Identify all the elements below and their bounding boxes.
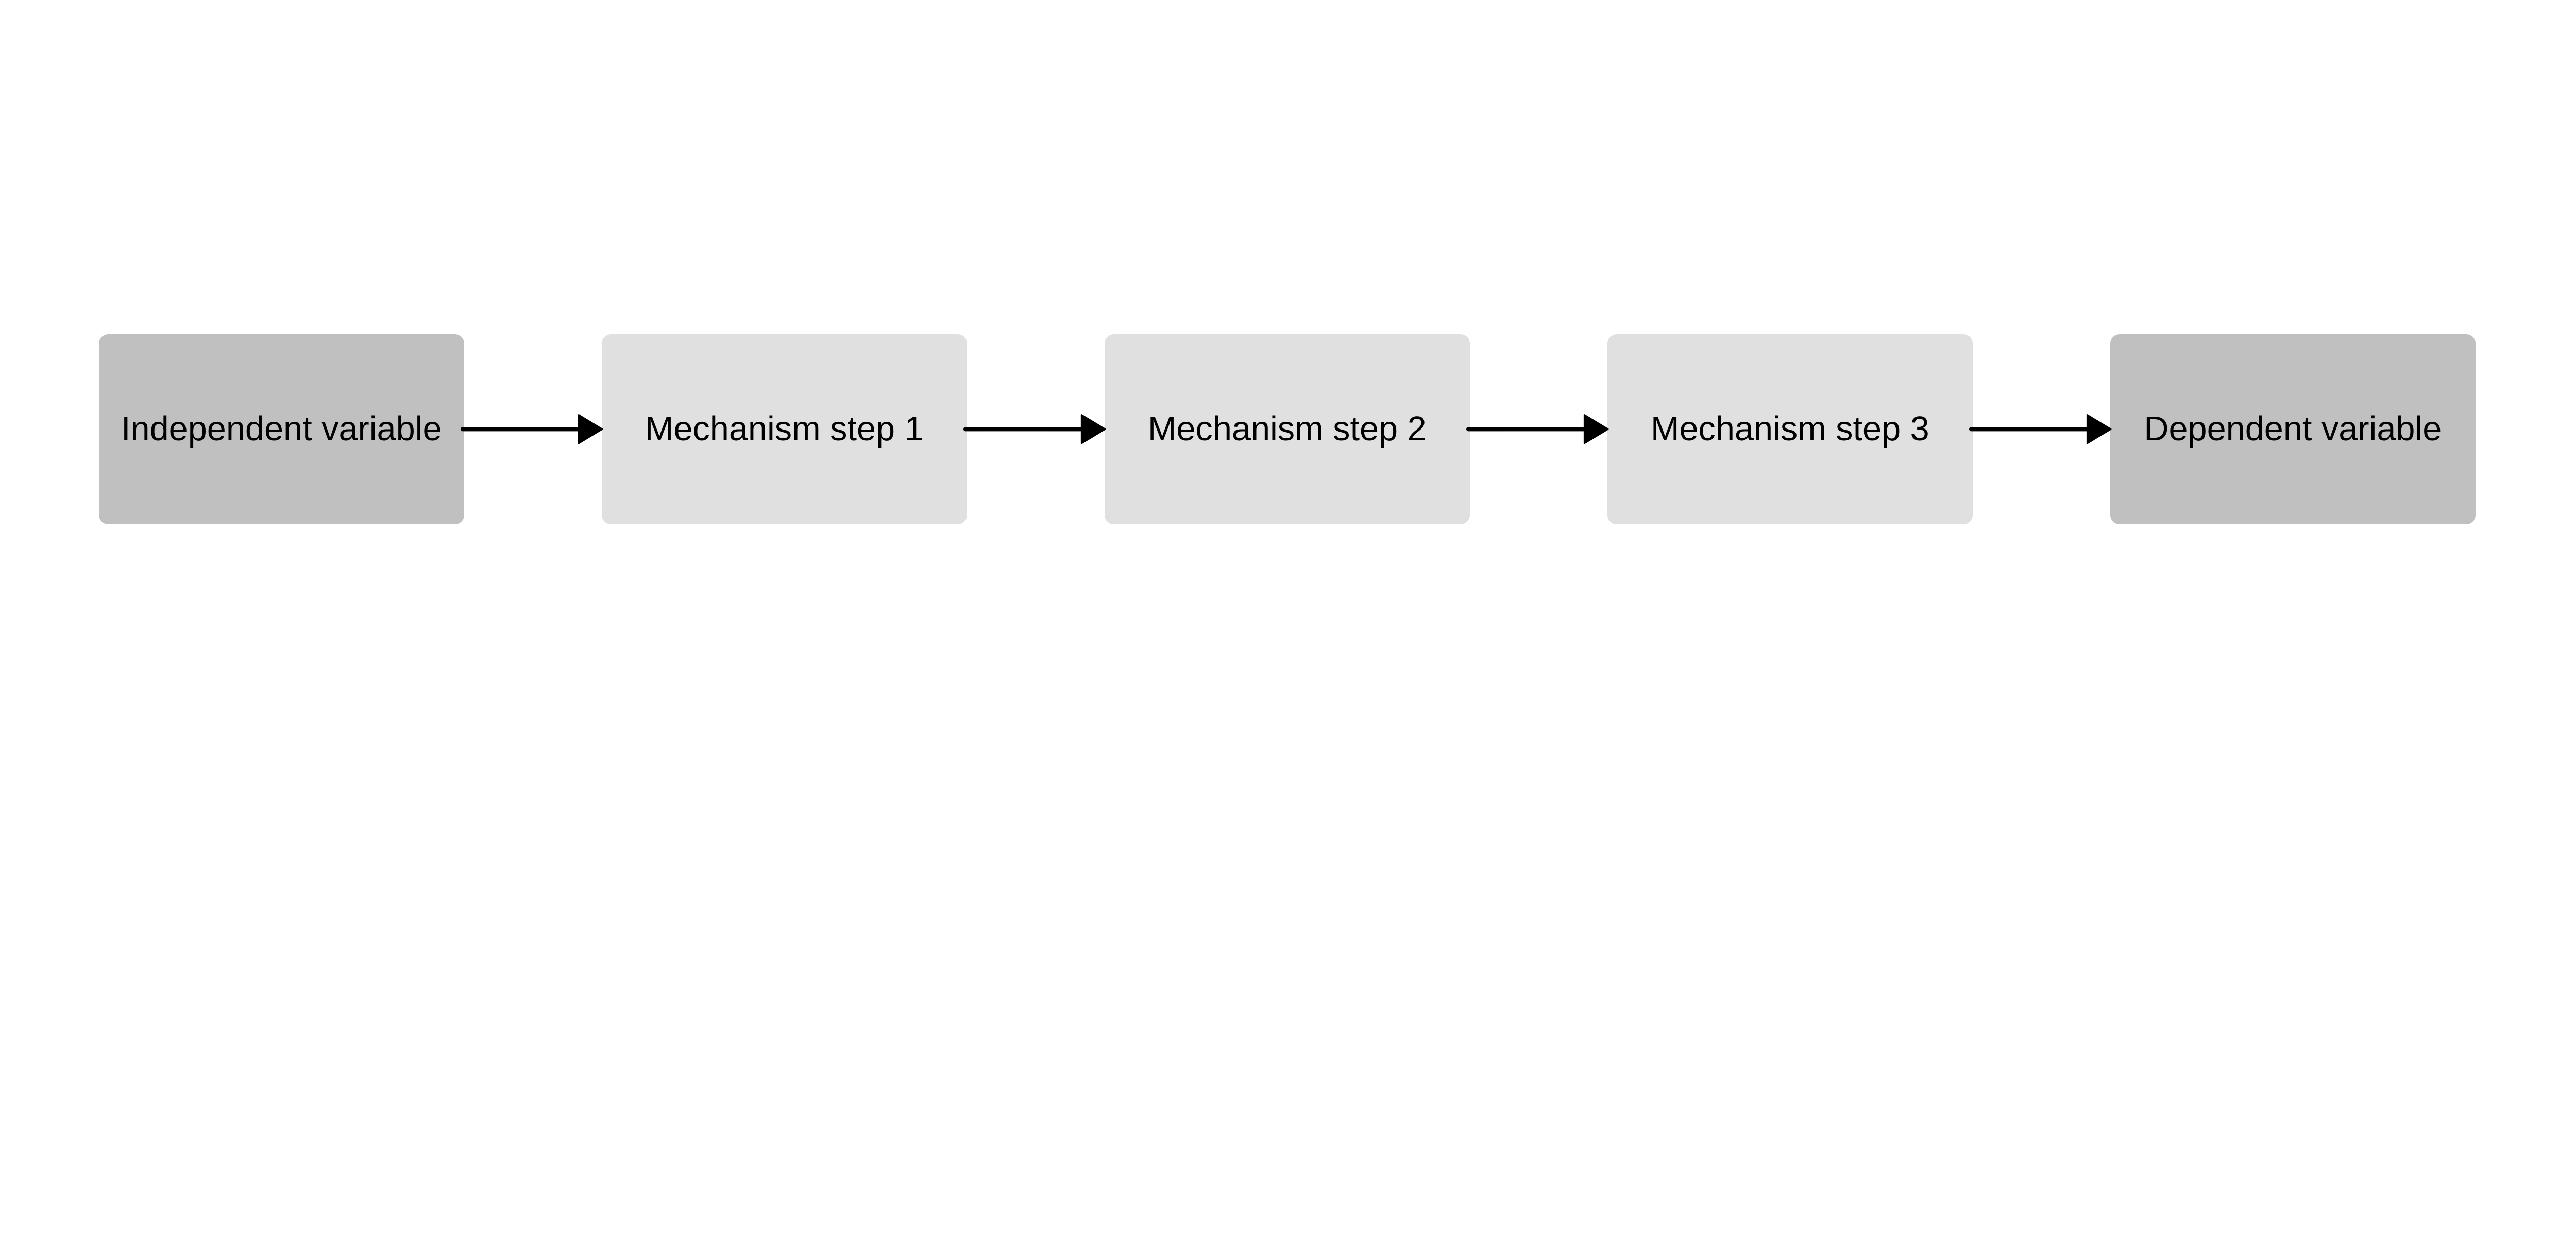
node-dependent-variable: Dependent variable bbox=[2110, 334, 2476, 524]
node-independent-variable: Independent variable bbox=[98, 334, 464, 524]
node-label: Independent variable bbox=[121, 410, 442, 449]
flow-diagram: Independent variable Mechanism step 1 Me… bbox=[0, 334, 2576, 524]
node-label: Dependent variable bbox=[2144, 410, 2442, 449]
node-label: Mechanism step 3 bbox=[1650, 410, 1929, 449]
node-label: Mechanism step 1 bbox=[645, 410, 924, 449]
node-label: Mechanism step 2 bbox=[1147, 410, 1427, 449]
node-mechanism-step-3: Mechanism step 3 bbox=[1607, 334, 1973, 524]
node-mechanism-step-2: Mechanism step 2 bbox=[1104, 334, 1470, 524]
node-mechanism-step-1: Mechanism step 1 bbox=[601, 334, 967, 524]
